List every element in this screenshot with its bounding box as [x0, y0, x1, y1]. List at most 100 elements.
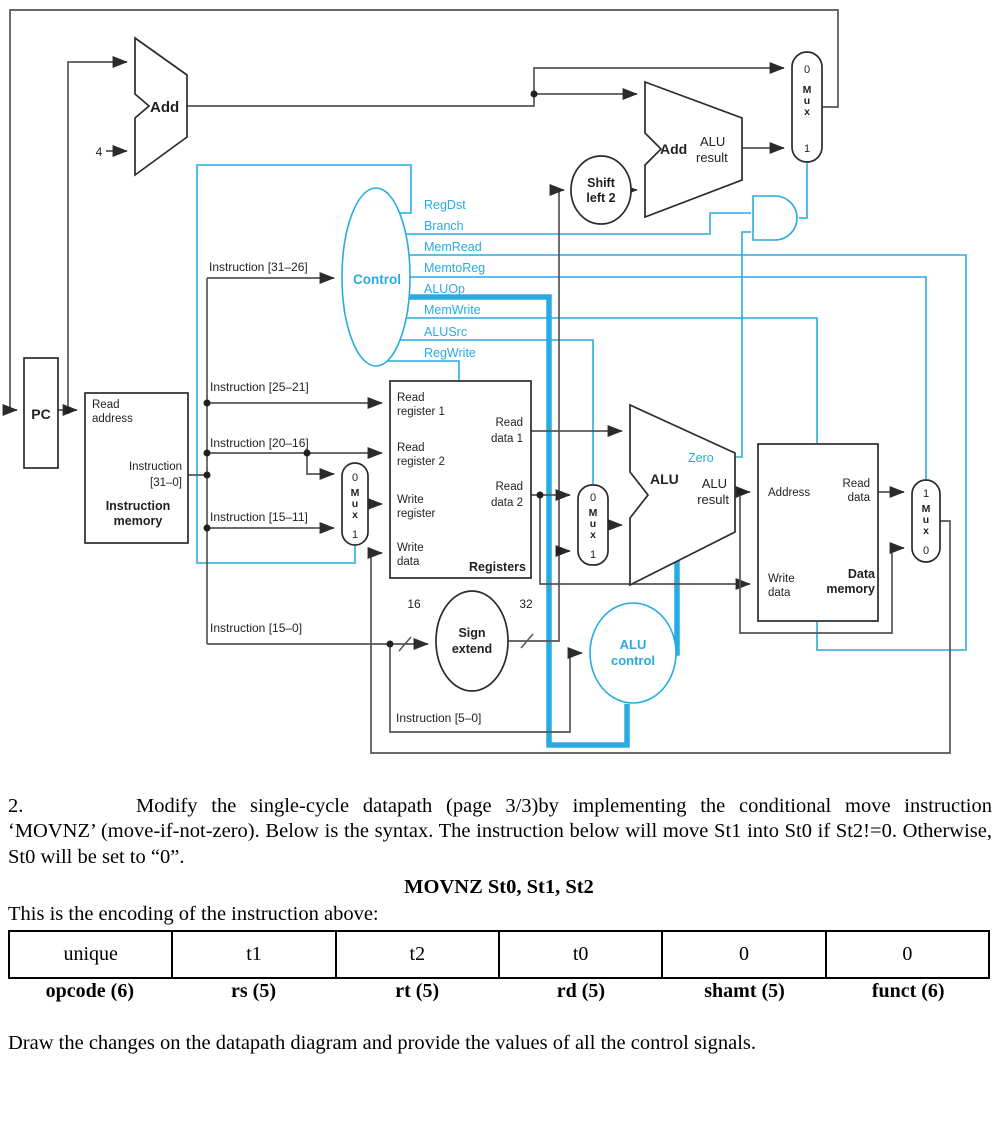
- label-memread: MemRead: [424, 240, 482, 254]
- mux-pcsrc: [791, 51, 823, 163]
- mux-in-0: 0: [352, 472, 358, 484]
- mux-in-0: 0: [590, 492, 596, 504]
- mux-alusrc: [577, 484, 609, 566]
- encoding-cell-rt: t2: [334, 930, 500, 979]
- mux-memtoreg: [911, 479, 941, 563]
- regs-rr2-1: Read: [397, 442, 425, 454]
- imem-read-address-1: Read: [92, 399, 120, 411]
- encoding-intro: This is the encoding of the instruction …: [8, 903, 379, 925]
- regs-rd2-1: Read: [496, 481, 524, 493]
- dot: [203, 449, 211, 457]
- label-memwrite: MemWrite: [424, 303, 481, 317]
- dmem-writedata-1: Write: [768, 573, 795, 585]
- label-memtoreg: MemtoReg: [424, 261, 485, 275]
- mux-pcsrc-text: 0 M u x 1: [803, 64, 812, 155]
- dmem-readdata-1: Read: [843, 478, 871, 490]
- dot: [555, 547, 563, 555]
- alu-result-2: result: [697, 492, 729, 507]
- wire-writeback: [367, 520, 951, 754]
- dmem-address: Address: [768, 487, 810, 499]
- dot: [536, 491, 544, 499]
- registers-labels: Read register 1 Read register 2 Write re…: [397, 392, 526, 574]
- encoding-cell-rd: t0: [497, 930, 664, 979]
- mux-in-1: 1: [804, 143, 810, 155]
- adder-branch-result-1: ALU: [700, 134, 725, 149]
- dmem-readdata-2: data: [848, 492, 871, 504]
- pc-label: PC: [31, 406, 50, 422]
- mux-letter: u: [590, 518, 596, 530]
- question-number: 2.: [8, 795, 24, 817]
- regs-rr1-1: Read: [397, 392, 425, 404]
- encoding-field-labels: opcode (6) rs (5) rt (5) rd (5) shamt (5…: [8, 980, 990, 1003]
- dmem-name-1: Data: [848, 567, 876, 581]
- bus-label-20-16: Instruction [20–16]: [210, 436, 309, 450]
- field-shamt: shamt (5): [704, 980, 785, 1002]
- regs-rr1-2: register 1: [397, 406, 445, 418]
- dot: [736, 488, 744, 496]
- regs-wd-1: Write: [397, 542, 424, 554]
- sign-extend-labels: Sign extend 16 32: [407, 597, 533, 656]
- question-body: Modify the single-cycle datapath (page 3…: [8, 795, 992, 868]
- mux-letter: M: [589, 507, 598, 519]
- imem-out-2: [31–0]: [150, 477, 182, 489]
- encoding-cell-funct: 0: [824, 930, 991, 979]
- mux-regdst: [341, 462, 369, 546]
- mux-memtoreg-text: 1 M u x 0: [922, 488, 931, 557]
- dot: [386, 640, 394, 648]
- wire-alusrc: [400, 339, 594, 484]
- wire-regdst: [196, 164, 412, 564]
- wire-readdata2-to-dmem: [539, 495, 751, 590]
- movnz-syntax: MOVNZ St0, St1, St2: [404, 876, 594, 898]
- control-signal-labels: RegDst Branch MemRead MemtoReg ALUOp Mem…: [424, 198, 485, 360]
- mux-letter: x: [923, 525, 929, 537]
- wire-memread: [409, 254, 967, 651]
- mux-in-1: 1: [923, 488, 929, 500]
- wire-pc4-to-mux: [187, 62, 785, 107]
- mux-alusrc-text: 0 M u x 1: [589, 492, 598, 561]
- alu-zero-label: Zero: [688, 451, 714, 465]
- mux-letter: x: [352, 509, 358, 521]
- bus-label-31-26: Instruction [31–26]: [209, 260, 308, 274]
- mux-letter: M: [922, 503, 931, 515]
- alu-control-label-2: control: [611, 653, 655, 668]
- pc-box: [23, 357, 59, 469]
- dot: [64, 406, 72, 414]
- shift-left-2-label-2: left 2: [586, 191, 615, 205]
- sign-extend-label-1: Sign: [458, 626, 485, 640]
- wire-memwrite: [406, 317, 818, 443]
- alu-control-oval: [589, 602, 677, 704]
- regs-name: Registers: [469, 560, 526, 574]
- wire-i2016-to-mux: [306, 453, 335, 480]
- imem-out-1: Instruction: [129, 461, 182, 473]
- regs-wr-1: Write: [397, 494, 424, 506]
- mux-letter: x: [804, 106, 810, 118]
- junction-dots: [64, 90, 744, 648]
- regs-rd2-2: data 2: [491, 497, 523, 509]
- registers-block: [389, 380, 532, 579]
- instruction-bus-labels: Instruction [31–26] Instruction [25–21] …: [209, 260, 481, 725]
- dmem-writedata-2: data: [768, 587, 791, 599]
- wire-signext-out: [508, 184, 565, 642]
- and-gate: [752, 195, 798, 241]
- mux-in-1: 1: [352, 529, 358, 541]
- field-rd: rd (5): [556, 980, 606, 1002]
- control-label: Control: [353, 272, 401, 287]
- field-rt: rt (5): [395, 980, 440, 1002]
- table-row: unique t1 t2 t0 0 0: [7, 930, 991, 979]
- slash-32: [520, 633, 534, 649]
- alu-label: ALU: [650, 471, 679, 487]
- label-regdst: RegDst: [424, 198, 466, 212]
- mux-letter: M: [351, 487, 360, 499]
- slash-16: [398, 636, 412, 652]
- mux-letter: M: [803, 84, 812, 96]
- encoding-cell-shamt: 0: [661, 930, 827, 979]
- dot: [203, 471, 211, 479]
- label-branch: Branch: [424, 219, 464, 233]
- encoding-table: unique t1 t2 t0 0 0: [7, 930, 991, 979]
- wire-pc-to-add: [67, 56, 128, 410]
- wire-i50: [389, 644, 583, 733]
- sign-extend-oval: [435, 590, 509, 692]
- mux-letter: x: [590, 529, 596, 541]
- question-block: 2. Modify the single-cycle datapath (pag…: [8, 794, 992, 870]
- adder-pc4-label: Add: [150, 99, 179, 116]
